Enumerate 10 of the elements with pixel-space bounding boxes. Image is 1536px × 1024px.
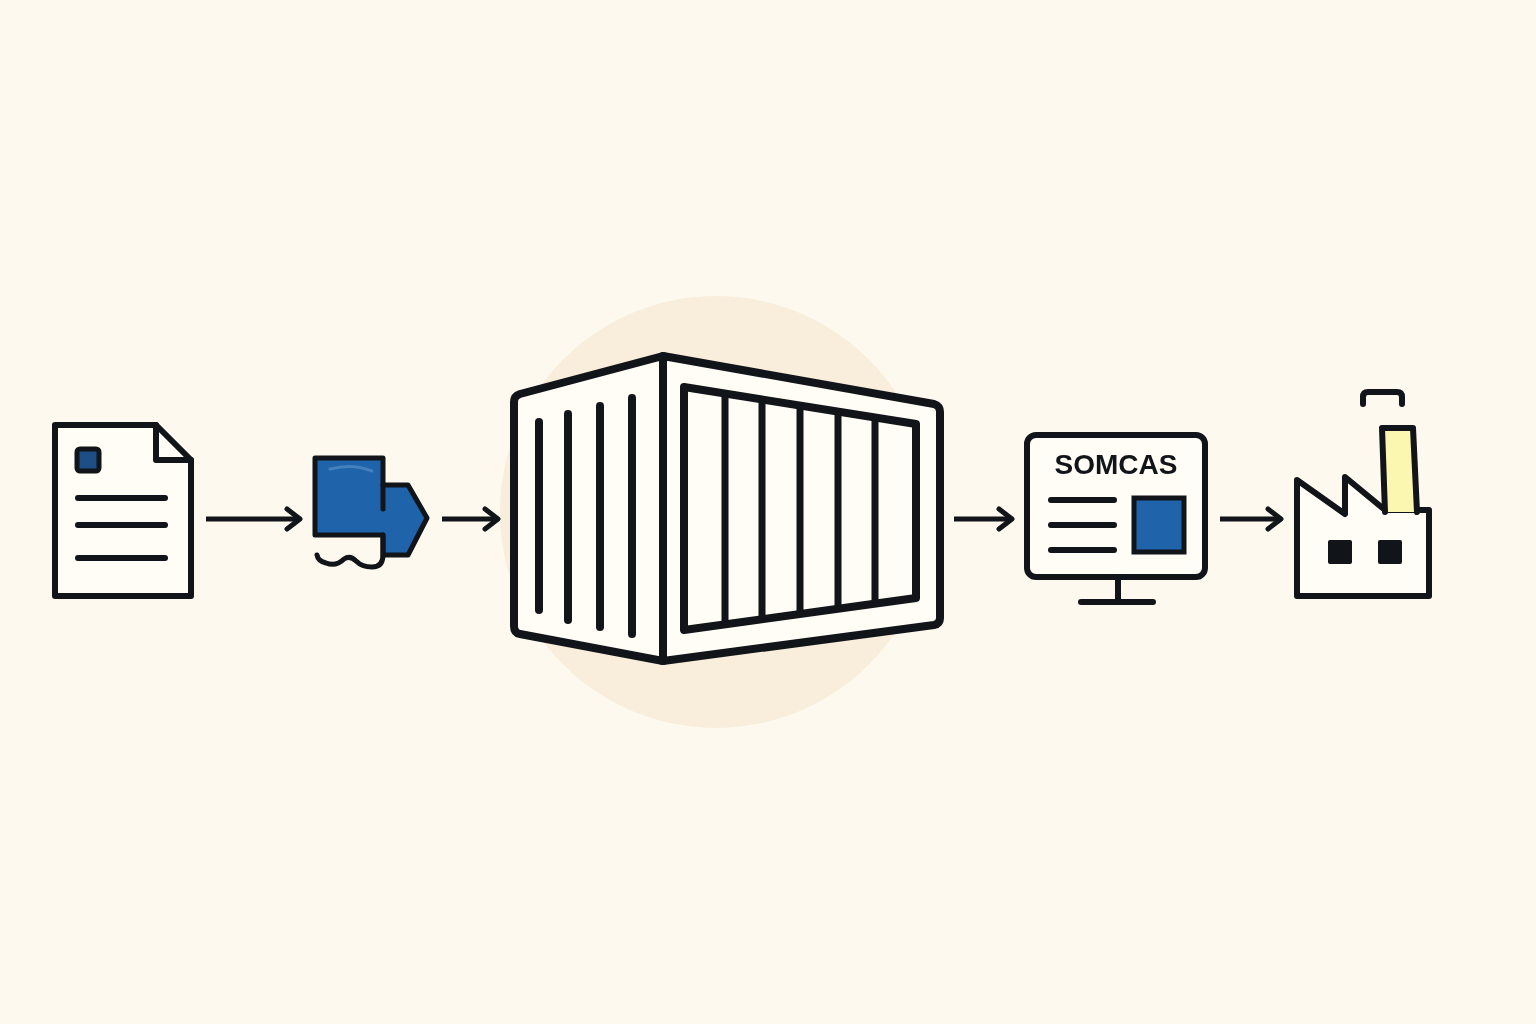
computer-monitor [1024, 432, 1208, 606]
box-arrow-icon [312, 455, 430, 572]
arrow [954, 506, 1015, 532]
document-icon [52, 422, 194, 599]
arrow [1220, 506, 1284, 532]
arrow [442, 506, 501, 532]
shipping-container-drawing [510, 352, 942, 665]
arrow [206, 506, 303, 532]
factory-icon [1293, 388, 1434, 600]
monitor-title: SOMCAS [1054, 451, 1178, 479]
